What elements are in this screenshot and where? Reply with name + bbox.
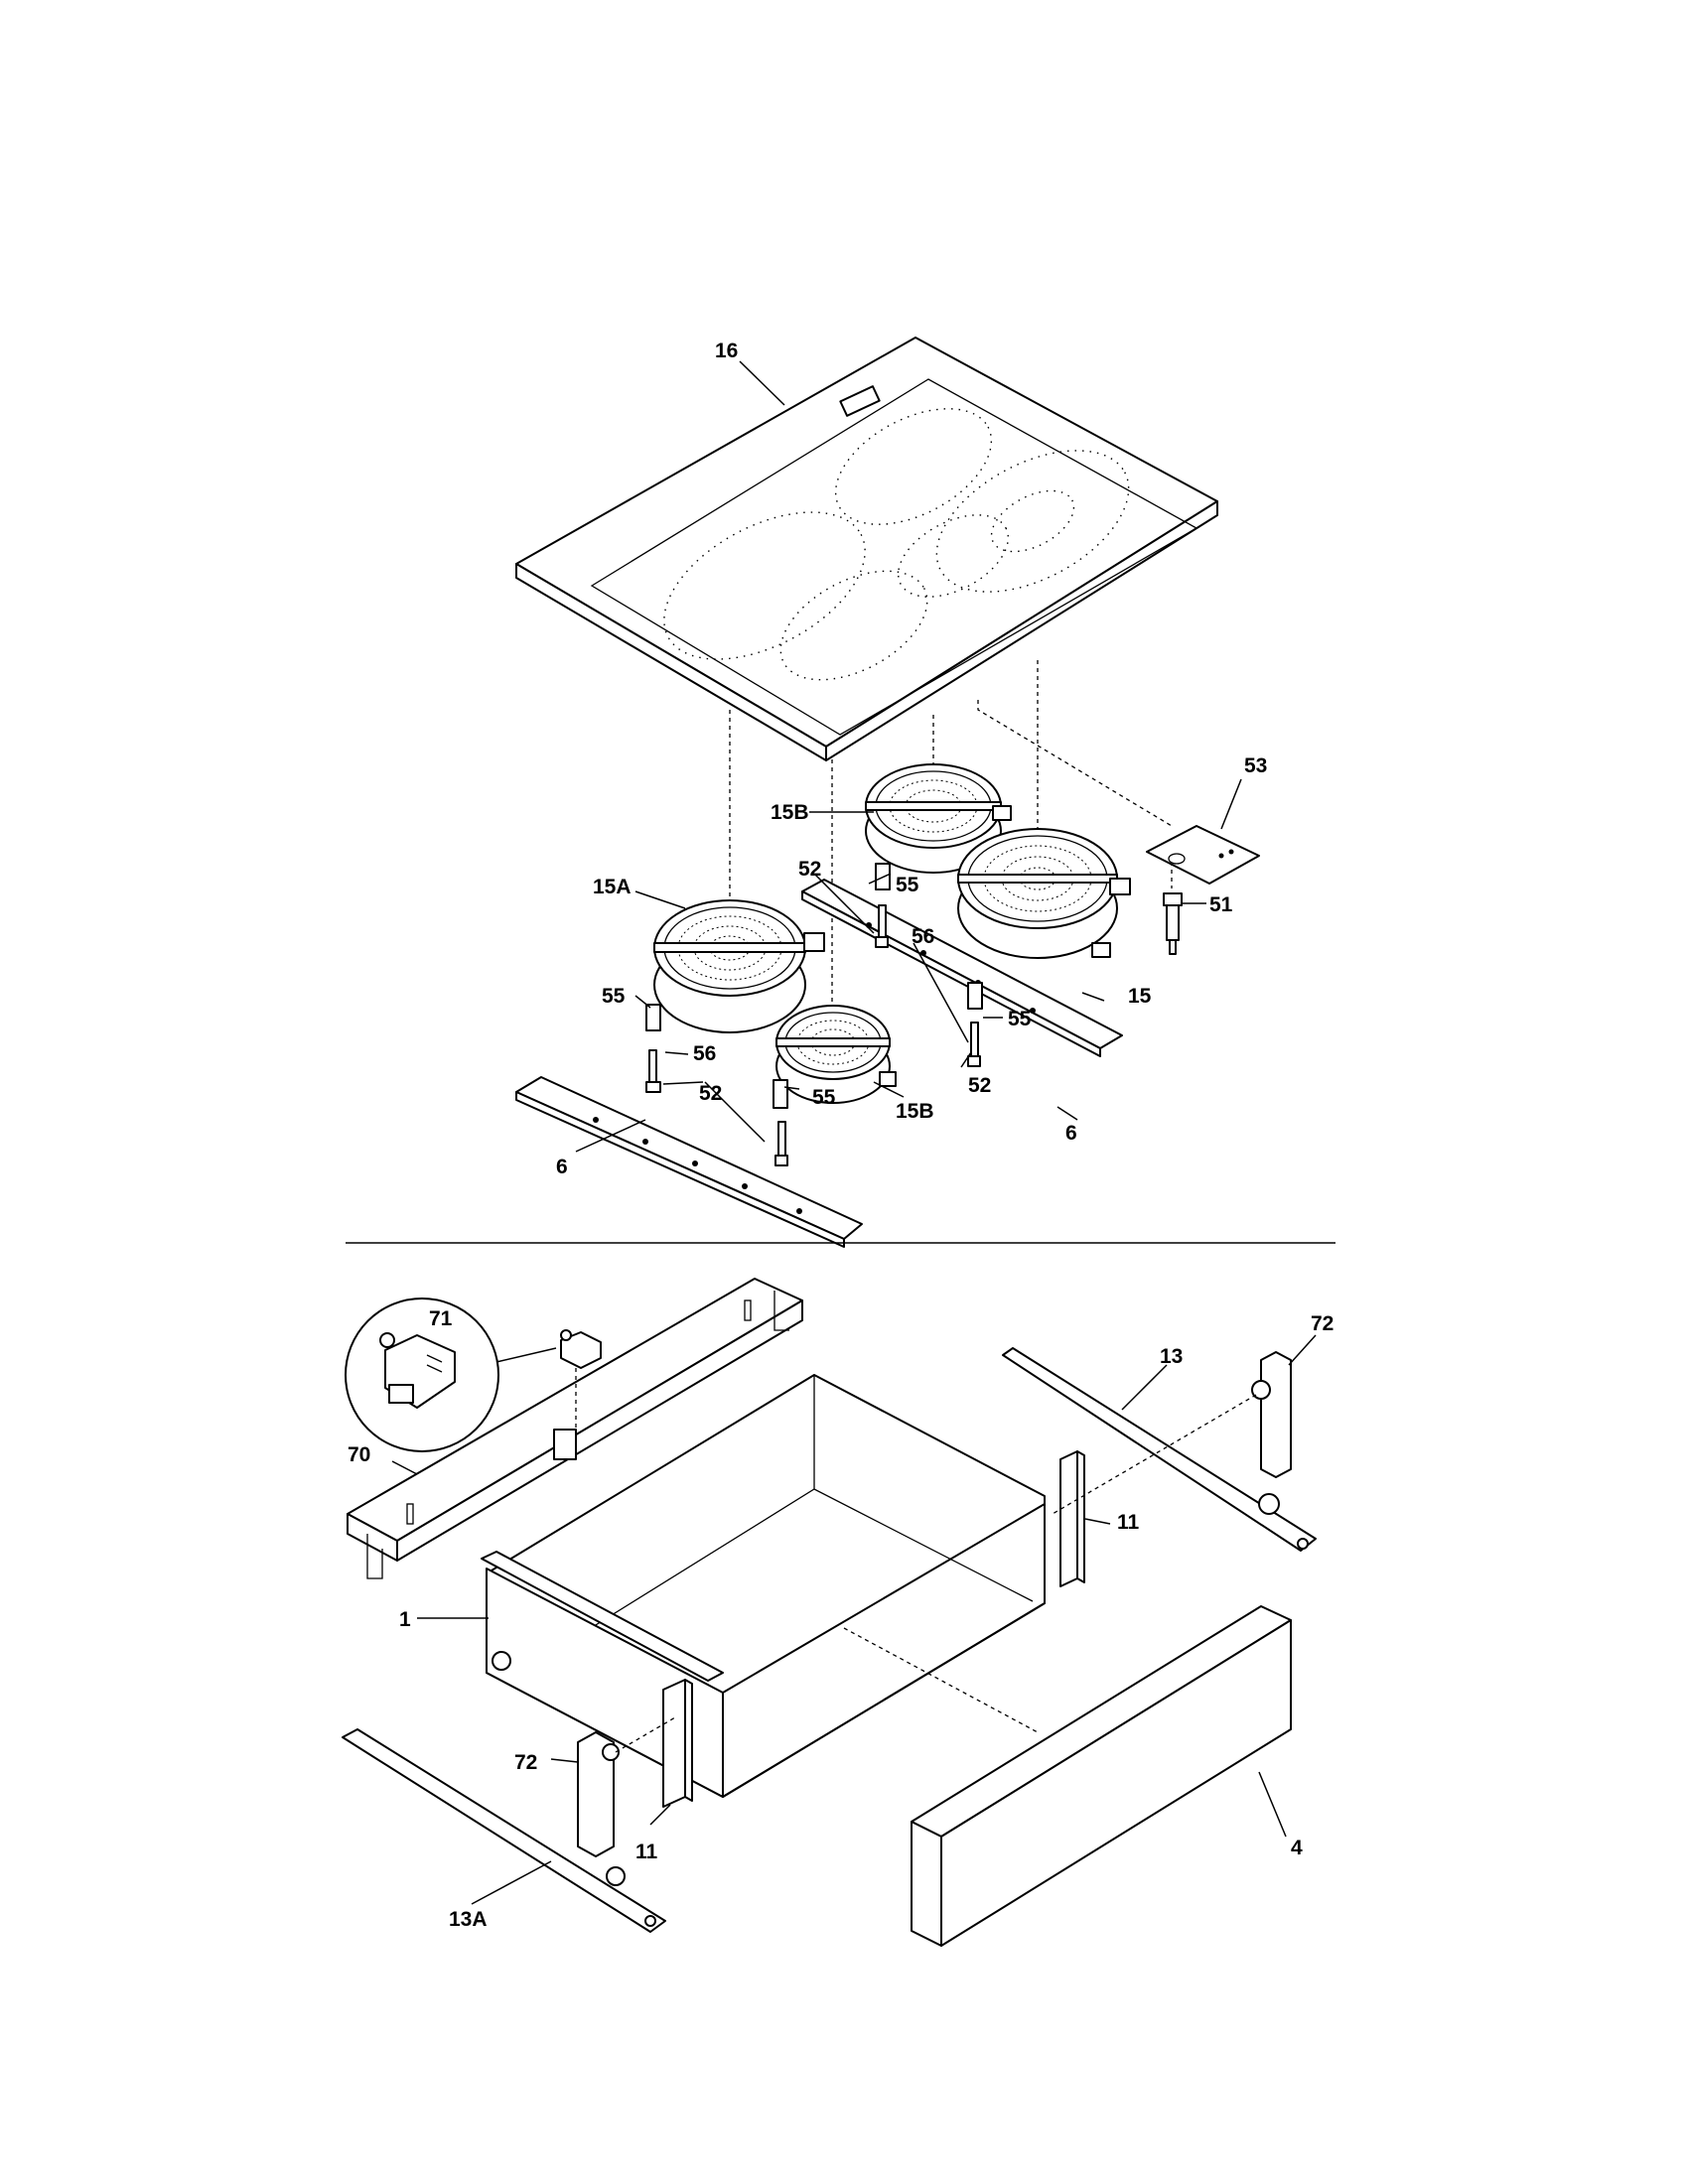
callout-11-left: 11 <box>635 1841 658 1863</box>
callout-56-mid: 56 <box>912 925 934 948</box>
callout-72-right: 72 <box>1311 1312 1334 1335</box>
callout-4: 4 <box>1291 1837 1303 1859</box>
callout-71: 71 <box>429 1307 453 1330</box>
element-15 <box>957 828 1131 959</box>
bracket-72-left <box>577 1716 676 1857</box>
callout-55-bottom: 55 <box>812 1086 836 1109</box>
callout-11-right: 11 <box>1117 1511 1140 1534</box>
callout-6-left: 6 <box>556 1156 568 1178</box>
element-15b-top <box>865 763 1012 874</box>
callout-13: 13 <box>1160 1345 1183 1368</box>
callout-70: 70 <box>348 1443 370 1466</box>
rail-13a-left <box>342 1728 666 1933</box>
callout-55-top: 55 <box>896 874 919 896</box>
hardware <box>645 863 983 1166</box>
callout-15: 15 <box>1128 985 1152 1008</box>
bracket-72-right <box>1052 1351 1292 1515</box>
callout-55-mid: 55 <box>1008 1008 1032 1030</box>
callout-56-left: 56 <box>693 1042 716 1065</box>
upper-leader-lines <box>575 360 1242 1153</box>
callout-15b-top: 15B <box>771 801 809 824</box>
rear-rail <box>347 1278 803 1579</box>
callout-6-right: 6 <box>1065 1122 1077 1145</box>
element-15b-bottom <box>775 1005 897 1104</box>
support-bracket-left <box>515 1076 863 1248</box>
callout-15a: 15A <box>593 876 632 898</box>
callout-52-right: 52 <box>968 1074 991 1097</box>
rail-13-right <box>1002 1347 1317 1552</box>
callout-52-top: 52 <box>798 858 821 881</box>
callout-1: 1 <box>399 1608 411 1631</box>
callout-53: 53 <box>1244 754 1267 777</box>
inset-detail-71 <box>345 1297 499 1452</box>
element-15a <box>653 899 825 1033</box>
slide-11-left <box>662 1679 693 1808</box>
callout-15b-bottom: 15B <box>896 1100 934 1123</box>
glass-cooktop <box>515 337 1218 761</box>
lower-leader-lines <box>391 1334 1317 1905</box>
callout-72-left: 72 <box>514 1751 537 1774</box>
switch-51 <box>1163 892 1183 955</box>
callout-51: 51 <box>1209 893 1233 916</box>
slide-11-right <box>1059 1450 1085 1587</box>
callout-16: 16 <box>715 340 738 362</box>
callout-labels: 16 53 15B 52 55 15A 56 51 55 55 15 56 52… <box>348 340 1334 1931</box>
callout-52-left: 52 <box>699 1082 722 1105</box>
callout-13a: 13A <box>449 1908 488 1931</box>
drawer-front-panel <box>911 1605 1292 1947</box>
callout-55-left: 55 <box>602 985 626 1008</box>
bracket-53 <box>1146 825 1260 885</box>
clip-71 <box>560 1329 602 1430</box>
